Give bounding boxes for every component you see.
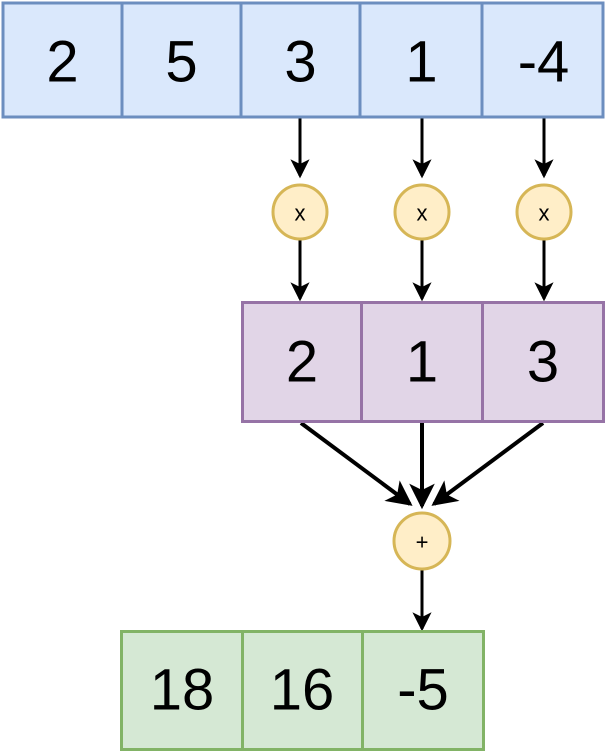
output-cell-1[interactable]: 16 [241, 630, 364, 751]
output-cell-2-label: -5 [397, 658, 449, 723]
multiply-op-2[interactable]: x [515, 183, 573, 241]
kernel-cell-2-label: 3 [527, 330, 559, 395]
input-cell-4[interactable]: -4 [480, 1, 605, 119]
output-cell-1-label: 16 [270, 658, 335, 723]
multiply-op-1-label: x [417, 201, 428, 226]
sum-op-label: + [416, 530, 429, 555]
multiply-op-0-label: x [295, 201, 306, 226]
kernel-cell-1-label: 1 [406, 330, 438, 395]
multiply-op-1[interactable]: x [393, 183, 451, 241]
input-cell-3-label: 1 [405, 30, 437, 95]
kernel-cell-0-label: 2 [286, 330, 318, 395]
input-cell-1[interactable]: 5 [120, 1, 243, 119]
output-cell-0[interactable]: 18 [120, 630, 244, 751]
arrow-kernel3-to-sum [431, 421, 545, 506]
input-cell-4-label: -4 [518, 30, 570, 95]
output-cell-2[interactable]: -5 [361, 630, 485, 751]
input-cell-2-label: 3 [284, 30, 316, 95]
sum-op[interactable]: + [392, 511, 452, 571]
input-cell-3[interactable]: 1 [358, 1, 484, 119]
input-cell-0-label: 2 [46, 30, 78, 95]
arrow-kernel1-to-sum [299, 421, 413, 506]
multiply-op-2-label: x [539, 201, 550, 226]
input-cell-2[interactable]: 3 [239, 1, 362, 119]
input-cell-1-label: 5 [165, 30, 197, 95]
kernel-cell-2[interactable]: 3 [481, 301, 605, 423]
kernel-cell-1[interactable]: 1 [360, 301, 484, 423]
multiply-op-0[interactable]: x [271, 183, 329, 241]
output-cell-0-label: 18 [150, 658, 215, 723]
